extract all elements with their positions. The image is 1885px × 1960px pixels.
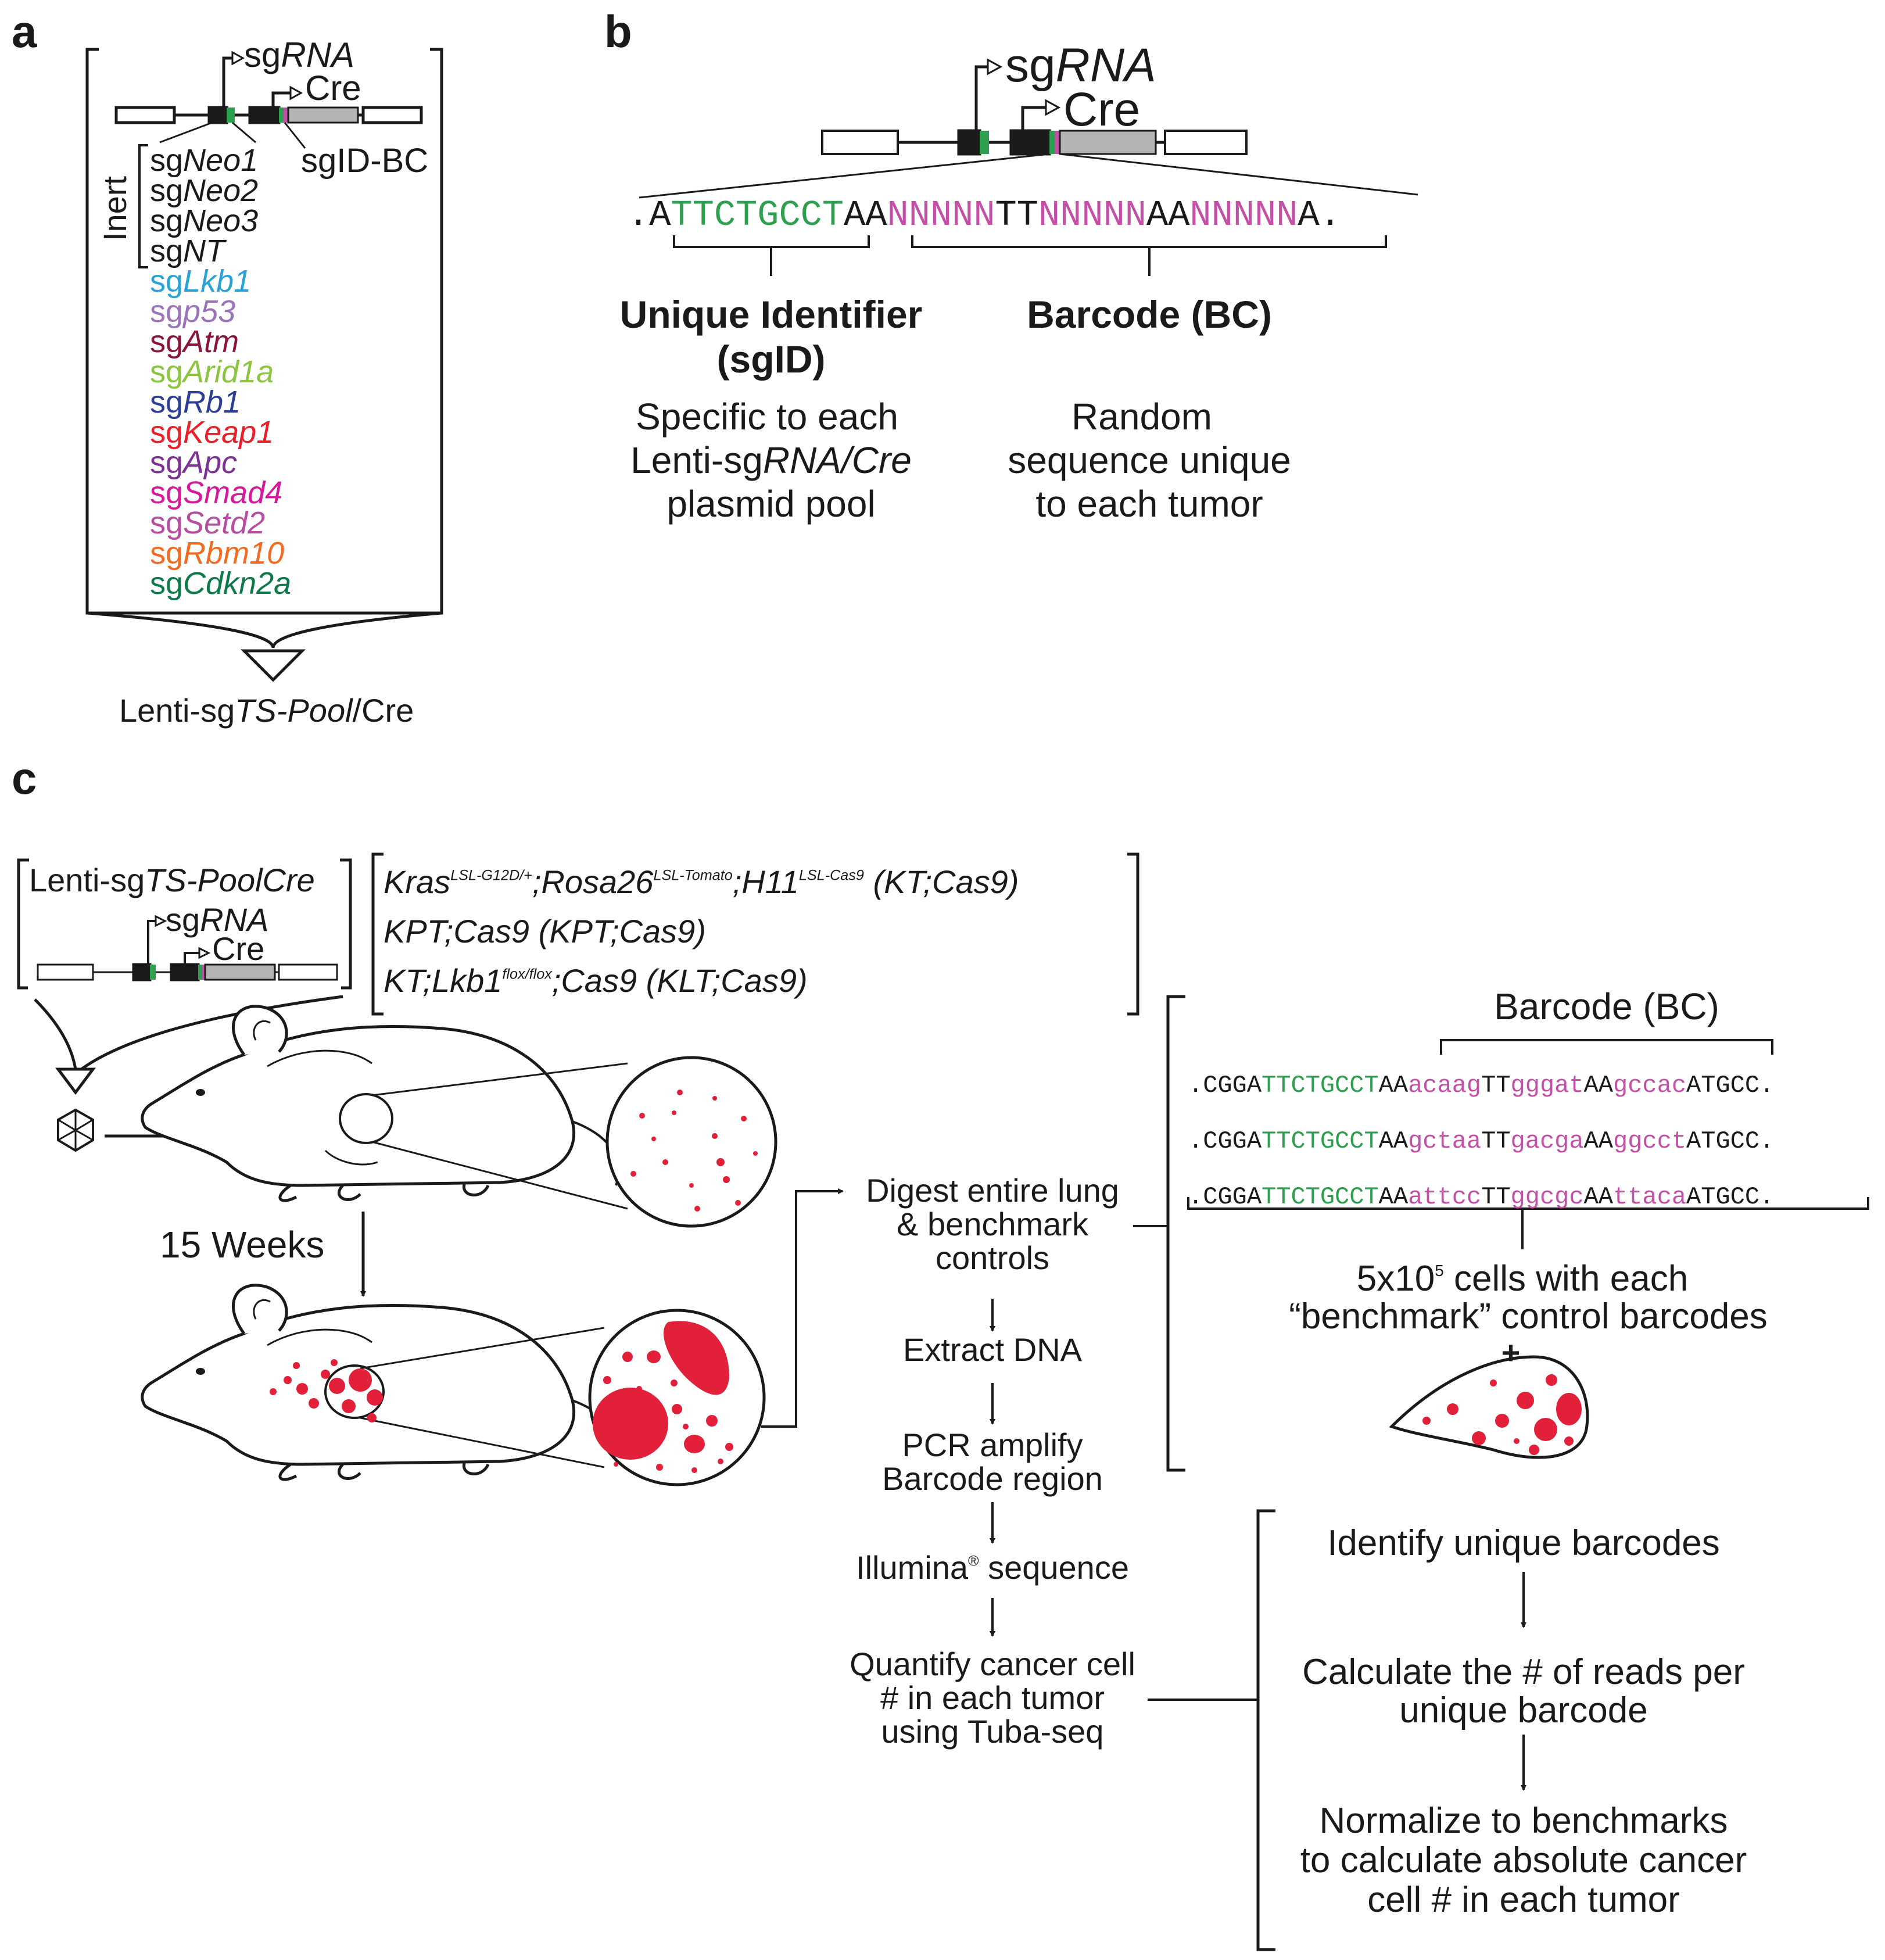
panel-a-sgrna-label: sgRNA — [244, 35, 355, 74]
analysis-identify-barcodes: Identify unique barcodes — [1327, 1523, 1720, 1563]
tumor-suppressor-guide: sgKeap1 — [150, 415, 274, 450]
benchmark-barcode-row: .CGGATTCTGCCTAAacaagTTgggatAAgccacATGCC. — [1188, 1072, 1775, 1099]
panel-c-cre-label: Cre — [212, 930, 265, 967]
inert-label: Inert — [96, 175, 133, 241]
bc-desc-line2: sequence unique — [1008, 439, 1291, 481]
tumor-suppressor-guide: sgSmad4 — [150, 475, 283, 510]
sgid-barcode-sequence: .ATTCTGCCTAANNNNNTTNNNNNAANNNNNA. — [628, 195, 1341, 236]
uid-desc-line2: Lenti-sgRNA/Cre — [630, 439, 912, 481]
step-extract-dna: Extract DNA — [902, 1331, 1083, 1368]
tumor-suppressor-guide: sgSetd2 — [150, 506, 266, 540]
panel-a-cre-label: Cre — [305, 69, 361, 108]
tumor-suppressor-guide: sgp53 — [150, 294, 236, 329]
inert-guide: sgNeo2 — [150, 173, 259, 208]
genotype-klt-cas9: KT;Lkb1flox/flox;Cas9 (KLT;Cas9) — [384, 962, 808, 999]
panel-a-sgid-bc-label: sgID-BC — [301, 142, 429, 180]
uid-title-line1: Unique Identifier — [619, 293, 923, 336]
panel-a-label: a — [12, 6, 37, 57]
mouse-1-zoom-lesions — [630, 1090, 758, 1212]
tumor-suppressor-guide: sgCdkn2a — [150, 566, 292, 601]
inert-guide: sgNT — [150, 234, 225, 268]
benchmark-barcode-row: .CGGATTCTGCCTAAgctaaTTgacgaAAggcctATGCC. — [1188, 1127, 1775, 1155]
barcode-bc-title: Barcode (BC) — [1494, 986, 1719, 1027]
bc-desc-line3: to each tumor — [1035, 483, 1263, 525]
genotype-kt-cas9: KrasLSL-G12D/+;Rosa26LSL-Tomato;H11LSL-C… — [384, 863, 1019, 900]
benchmark-cells-line2: “benchmark” control barcodes — [1289, 1296, 1768, 1336]
tumor-suppressor-guide: sgArid1a — [150, 354, 274, 389]
mouse-2 — [141, 1284, 766, 1486]
tumor-suppressor-guide: sgRb1 — [150, 385, 241, 420]
uid-title-line2: (sgID) — [716, 338, 826, 381]
inert-guide: sgNeo3 — [150, 203, 259, 238]
panel-b-cre-label: Cre — [1063, 83, 1141, 136]
panel-b-label: b — [604, 6, 632, 57]
tumor-suppressor-guide: sgAtm — [150, 324, 239, 359]
genotype-kpt-cas9: KPT;Cas9 (KPT;Cas9) — [384, 913, 706, 949]
step-illumina-sequence: Illumina® sequence — [856, 1549, 1129, 1586]
tumor-suppressor-guide: sgApc — [150, 445, 238, 480]
mouse-2-lung-tumors — [270, 1359, 383, 1422]
benchmark-barcode-rows: .CGGATTCTGCCTAAacaagTTgggatAAgccacATGCC.… — [1188, 1058, 1774, 1225]
inert-guide: sgNeo1 — [150, 143, 259, 178]
fifteen-weeks-label: 15 Weeks — [160, 1224, 325, 1266]
mouse-2-zoom-tumors — [593, 1321, 733, 1473]
panel-c-label: c — [12, 753, 37, 804]
uid-desc-line1: Specific to each — [636, 396, 898, 438]
bc-title: Barcode (BC) — [1027, 293, 1272, 336]
benchmark-lung-tumors — [1422, 1374, 1582, 1455]
bc-desc-line1: Random — [1071, 396, 1212, 438]
lenti-pool-label-a: Lenti-sgTS-Pool/Cre — [119, 692, 414, 729]
panel-a-bracket — [85, 48, 443, 615]
lenti-pool-label-c: Lenti-sgTS-PoolCre — [29, 862, 315, 898]
panel-b-sgrna-label: sgRNA — [1005, 39, 1156, 92]
plus-sign: + — [1501, 1334, 1521, 1371]
tumor-suppressor-guide: sgLkb1 — [150, 264, 252, 299]
mouse-1 — [141, 1005, 777, 1228]
uid-desc-line3: plasmid pool — [666, 483, 876, 525]
panel-c-sgrna-label: sgRNA — [166, 901, 269, 938]
benchmark-barcode-row: .CGGATTCTGCCTAAattccTTggcgcAAttacaATGCC. — [1188, 1183, 1775, 1211]
benchmark-cells-line1: 5x105 cells with each — [1356, 1259, 1689, 1299]
tumor-suppressor-guide: sgRbm10 — [150, 536, 285, 571]
